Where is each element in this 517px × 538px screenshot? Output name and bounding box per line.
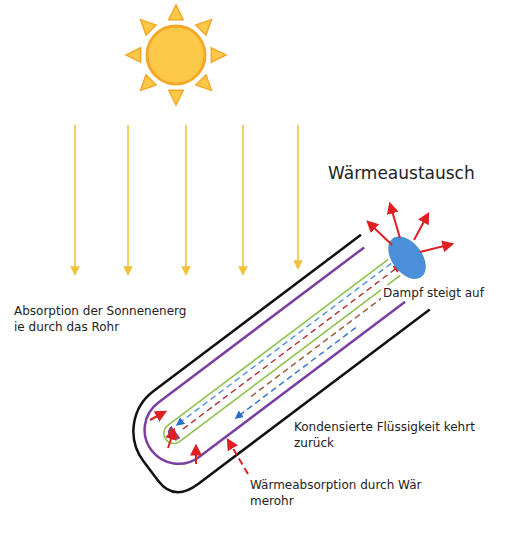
label-text: Wärmeabsorption durch Wär merohr [250, 478, 421, 508]
ray-arrow [74, 125, 76, 274]
sun-ray [211, 48, 226, 62]
sun-rays [75, 125, 298, 274]
leader-arrow [228, 440, 248, 474]
label-text: Kondensierte Flüssigkeit kehrt zurück [294, 420, 475, 450]
heat-arrow [420, 244, 452, 252]
sun-ray [141, 20, 157, 35]
absorption-arrows [150, 412, 248, 474]
inner-absorber-tube [131, 247, 405, 477]
heat-pipe [160, 259, 400, 447]
heat-arrow [414, 214, 428, 240]
ray-arrow [185, 125, 187, 274]
vacuum-tube [113, 212, 452, 502]
heat-arrow [168, 430, 174, 448]
sun-ray [126, 48, 141, 62]
condensate-arrow [177, 263, 391, 424]
sun-ray [196, 75, 212, 91]
ray-arrow [242, 125, 244, 274]
vapour-label: Dampf steigt auf [381, 286, 511, 302]
heat-exchange-label: Wärmeaustausch [328, 162, 498, 184]
label-text: Dampf steigt auf [381, 285, 486, 301]
heat-arrow [368, 222, 392, 245]
heat-arrow [390, 204, 400, 238]
label-text: Wärmeaustausch [328, 163, 475, 183]
heat-arrow [150, 412, 165, 420]
sun [126, 5, 226, 105]
condenser-bulb [381, 230, 434, 286]
absorption-label: Absorption der Sonnenenerg ie durch das … [14, 304, 198, 335]
ray-arrow [127, 125, 129, 274]
sun-ray [196, 20, 212, 35]
sun-ray [141, 75, 157, 91]
sun-ray [169, 90, 183, 105]
vapour-rise-arrow [251, 293, 388, 397]
heat-arrow [195, 446, 197, 464]
outer-glass-tube [113, 229, 429, 502]
sun-ray [169, 5, 183, 20]
heat-exchange-arrows [368, 204, 452, 252]
heat-pipe-label: Wärmeabsorption durch Wär merohr [250, 478, 450, 509]
condensate-label: Kondensierte Flüssigkeit kehrt zurück [294, 420, 510, 451]
vapour-arrow [183, 265, 400, 429]
sun-disc [147, 26, 205, 84]
liquid-return-arrow [236, 328, 356, 418]
label-text: Absorption der Sonnenenerg ie durch das … [14, 304, 186, 334]
ray-arrow [297, 125, 299, 268]
